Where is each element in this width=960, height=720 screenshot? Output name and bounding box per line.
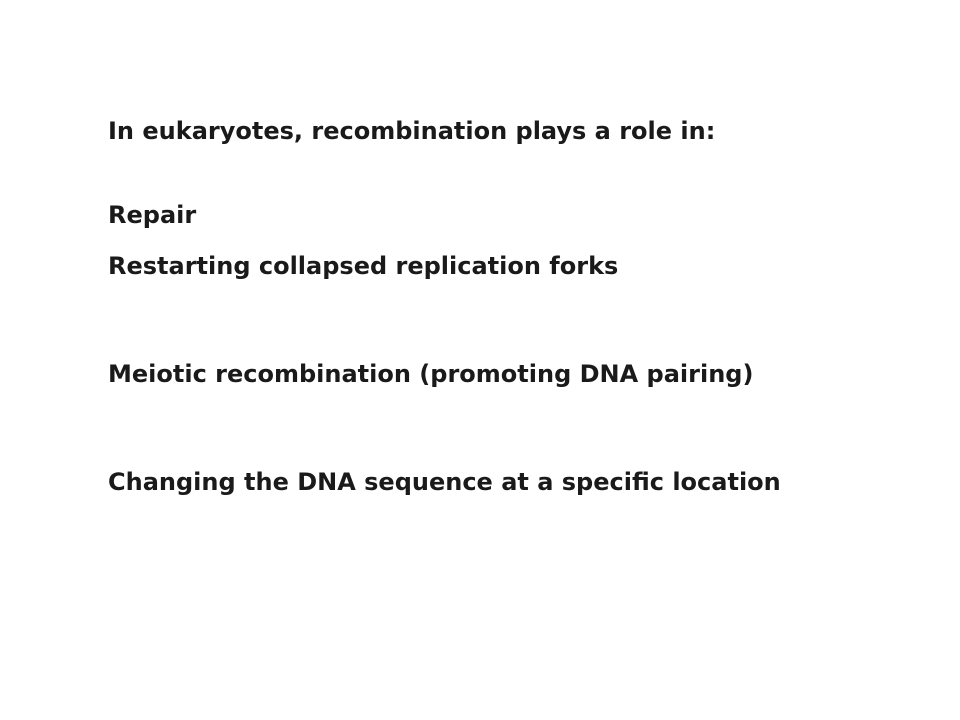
list-item-changing-sequence: Changing the DNA sequence at a specific … — [108, 468, 781, 496]
list-item-repair: Repair — [108, 201, 197, 229]
list-item-restarting-forks: Restarting collapsed replication forks — [108, 252, 619, 280]
slide-heading: In eukaryotes, recombination plays a rol… — [108, 117, 716, 145]
list-item-meiotic-recombination: Meiotic recombination (promoting DNA pai… — [108, 360, 754, 388]
